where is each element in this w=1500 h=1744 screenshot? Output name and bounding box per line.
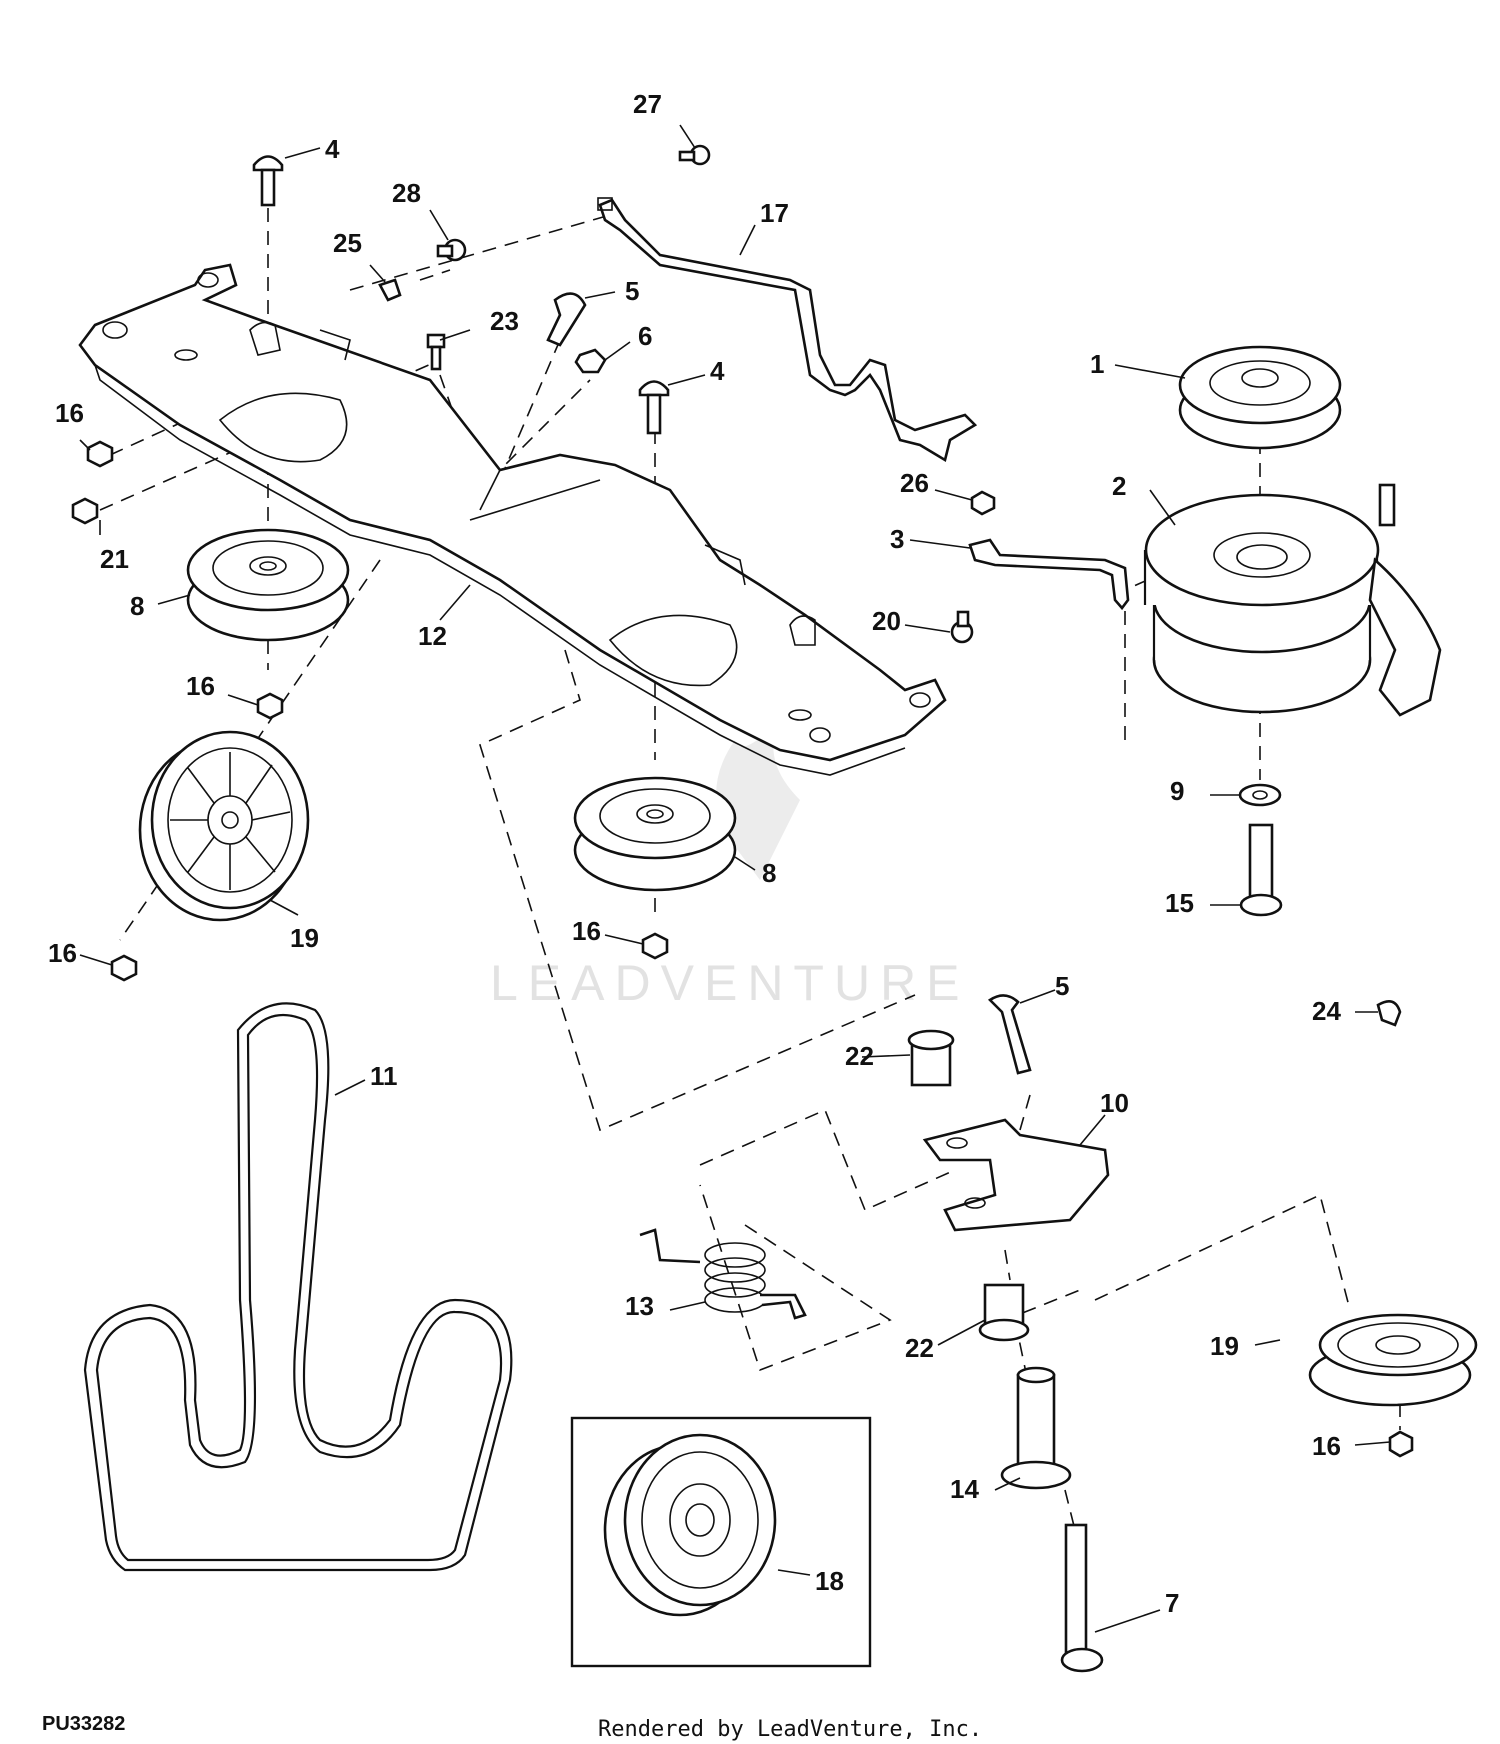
callout-20: 20 bbox=[872, 606, 901, 636]
callout-16-right-idler: 16 bbox=[1312, 1431, 1341, 1461]
callout-24: 24 bbox=[1312, 996, 1341, 1026]
link-part bbox=[968, 538, 1130, 611]
callout-11: 11 bbox=[370, 1061, 398, 1091]
callout-4-top: 4 bbox=[325, 134, 340, 164]
callout-19-right: 19 bbox=[1210, 1331, 1239, 1361]
callout-19-left: 19 bbox=[290, 923, 319, 953]
flat-idler-left bbox=[138, 730, 310, 922]
callout-13: 13 bbox=[625, 1291, 654, 1321]
callout-8-center: 8 bbox=[762, 858, 776, 888]
callout-27: 27 bbox=[633, 89, 662, 119]
watermark: LEADVENTURE bbox=[490, 720, 970, 1011]
callout-22-top: 22 bbox=[845, 1041, 874, 1071]
callout-26: 26 bbox=[900, 468, 929, 498]
callout-8-left: 8 bbox=[130, 591, 144, 621]
callout-6: 6 bbox=[638, 321, 652, 351]
callout-1: 1 bbox=[1090, 349, 1104, 379]
callout-14: 14 bbox=[950, 1474, 979, 1504]
callout-9: 9 bbox=[1170, 776, 1184, 806]
callout-16-flat-idler: 16 bbox=[48, 938, 77, 968]
idler-pulley-left bbox=[186, 528, 350, 642]
callout-17: 17 bbox=[760, 198, 789, 228]
hardware bbox=[71, 144, 1414, 1673]
callout-22-bottom: 22 bbox=[905, 1333, 934, 1363]
callout-2: 2 bbox=[1112, 471, 1126, 501]
belt-part bbox=[83, 1002, 513, 1572]
rod-part bbox=[597, 197, 978, 463]
callout-16-left-pulley: 16 bbox=[186, 671, 215, 701]
callout-10: 10 bbox=[1100, 1088, 1129, 1118]
inset-box bbox=[570, 1416, 872, 1668]
callout-16-bracket: 16 bbox=[55, 398, 84, 428]
flat-idler-right bbox=[1308, 1313, 1478, 1407]
callout-15: 15 bbox=[1165, 888, 1194, 918]
callout-25: 25 bbox=[333, 228, 362, 258]
callout-21: 21 bbox=[100, 544, 129, 574]
pto-clutch bbox=[1143, 483, 1442, 717]
callout-5-top: 5 bbox=[625, 276, 639, 306]
diagram-code: PU33282 bbox=[42, 1713, 125, 1735]
idler-pulley-center bbox=[573, 776, 737, 892]
callout-3: 3 bbox=[890, 524, 904, 554]
callouts: 1 2 3 4 4 5 5 6 7 8 8 9 10 11 12 13 14 1… bbox=[48, 89, 1341, 1618]
render-credit: Rendered by LeadVenture, Inc. bbox=[598, 1717, 982, 1742]
callout-23: 23 bbox=[490, 306, 519, 336]
watermark-text: LEADVENTURE bbox=[490, 955, 970, 1011]
callout-16-center-pulley: 16 bbox=[572, 916, 601, 946]
callout-7: 7 bbox=[1165, 1588, 1179, 1618]
callout-12: 12 bbox=[418, 621, 447, 651]
callout-28: 28 bbox=[392, 178, 421, 208]
bracket-part bbox=[78, 263, 947, 776]
callout-4-center: 4 bbox=[710, 356, 725, 386]
callout-18: 18 bbox=[815, 1566, 844, 1596]
drive-pulley bbox=[1178, 345, 1342, 450]
callout-5-lower: 5 bbox=[1055, 971, 1069, 1001]
leader-lines bbox=[79, 124, 1391, 1633]
